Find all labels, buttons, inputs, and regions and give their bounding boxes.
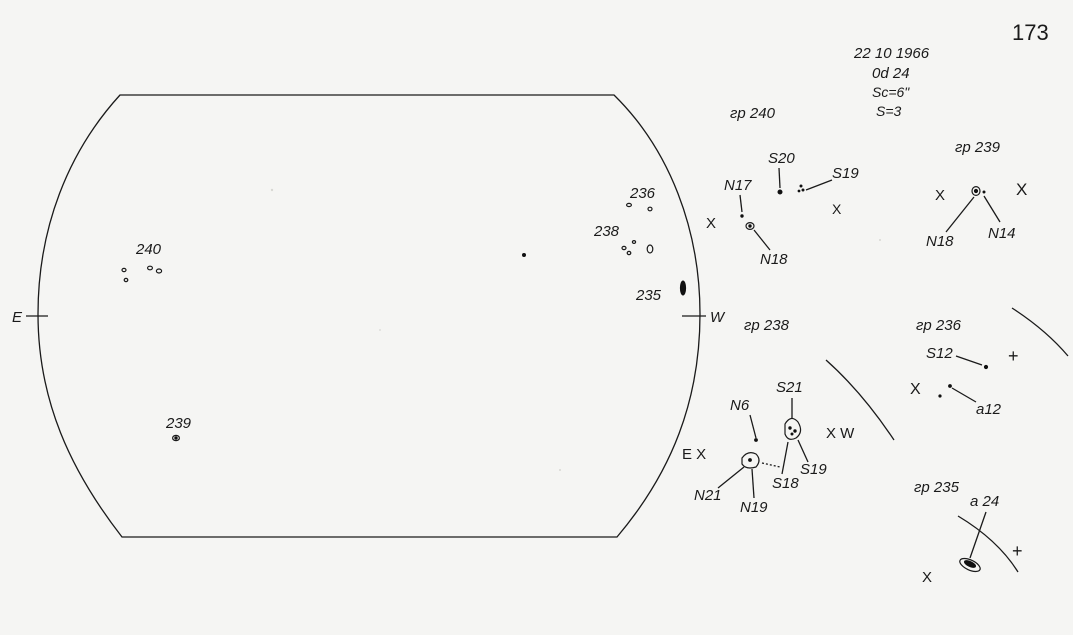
group-label-238: 238	[593, 223, 620, 240]
gr240-marker-west: X	[706, 215, 716, 232]
group-240-spots	[121, 265, 163, 283]
gr239-label-n18: N18	[926, 233, 954, 250]
gr240-label-n18: N18	[760, 251, 788, 268]
gr238-marker-east: E X	[682, 446, 706, 463]
gr236-marker-west: +	[1008, 346, 1019, 366]
gr238-limb-arc	[825, 359, 895, 441]
seeing-note: S=3	[876, 103, 902, 119]
gr236-limb-arc	[1011, 307, 1069, 357]
solar-disk-outline	[37, 94, 701, 538]
gr239-marker-east: X	[1016, 180, 1027, 199]
gr238-label-n19: N19	[740, 499, 768, 516]
observation-time: 0d 24	[872, 65, 910, 82]
gr236-label-a12: a12	[976, 401, 1002, 418]
gr236-marker-east: X	[910, 381, 921, 398]
gr239-label-n14: N14	[988, 225, 1016, 242]
gr238-title: гр 238	[744, 317, 790, 334]
gr240-label-s20: S20	[768, 150, 795, 167]
west-label: W	[710, 309, 726, 326]
gr240-marker-east: X	[832, 201, 842, 217]
gr238-label-s18: S18	[772, 475, 799, 492]
gr239-sketch	[945, 186, 1001, 233]
gr236-sketch	[938, 355, 989, 403]
gr240-label-n17: N17	[724, 177, 752, 194]
gr235-label-a24: a 24	[970, 493, 999, 510]
gr238-label-s19: S19	[800, 461, 827, 478]
paper-texture	[270, 188, 881, 471]
gr235-sketch	[959, 511, 987, 573]
gr239-title: гр 239	[955, 139, 1001, 156]
east-label: E	[12, 309, 23, 326]
gr235-title: гр 235	[914, 479, 960, 496]
gr236-title: гр 236	[916, 317, 962, 334]
gr238-label-s21: S21	[776, 379, 803, 396]
gr240-sketch	[739, 167, 833, 251]
group-label-240: 240	[135, 241, 162, 258]
scale-note: Sc=6"	[872, 84, 910, 100]
gr236-label-s12: S12	[926, 345, 953, 362]
group-235-spot	[679, 280, 687, 296]
observation-date: 22 10 1966	[853, 45, 930, 62]
group-label-239: 239	[165, 415, 192, 432]
gr238-sketch	[717, 398, 809, 499]
group-label-236: 236	[629, 185, 656, 202]
gr238-label-n6: N6	[730, 397, 750, 414]
group-238-spots	[621, 240, 654, 256]
gr240-label-s19: S19	[832, 165, 859, 182]
gr235-limb-arc	[957, 515, 1019, 573]
stray-mark	[522, 253, 526, 257]
gr235-marker-east: X	[922, 569, 932, 586]
page-number: 173	[1012, 20, 1049, 45]
group-label-235: 235	[635, 287, 662, 304]
gr240-title: гр 240	[730, 105, 776, 122]
gr238-marker-west: X W	[826, 425, 855, 442]
gr235-marker-west: +	[1012, 541, 1023, 561]
gr239-marker-west: X	[935, 187, 945, 204]
group-239-spots	[172, 434, 181, 442]
gr238-label-n21: N21	[694, 487, 722, 504]
group-236-spots	[625, 202, 653, 212]
